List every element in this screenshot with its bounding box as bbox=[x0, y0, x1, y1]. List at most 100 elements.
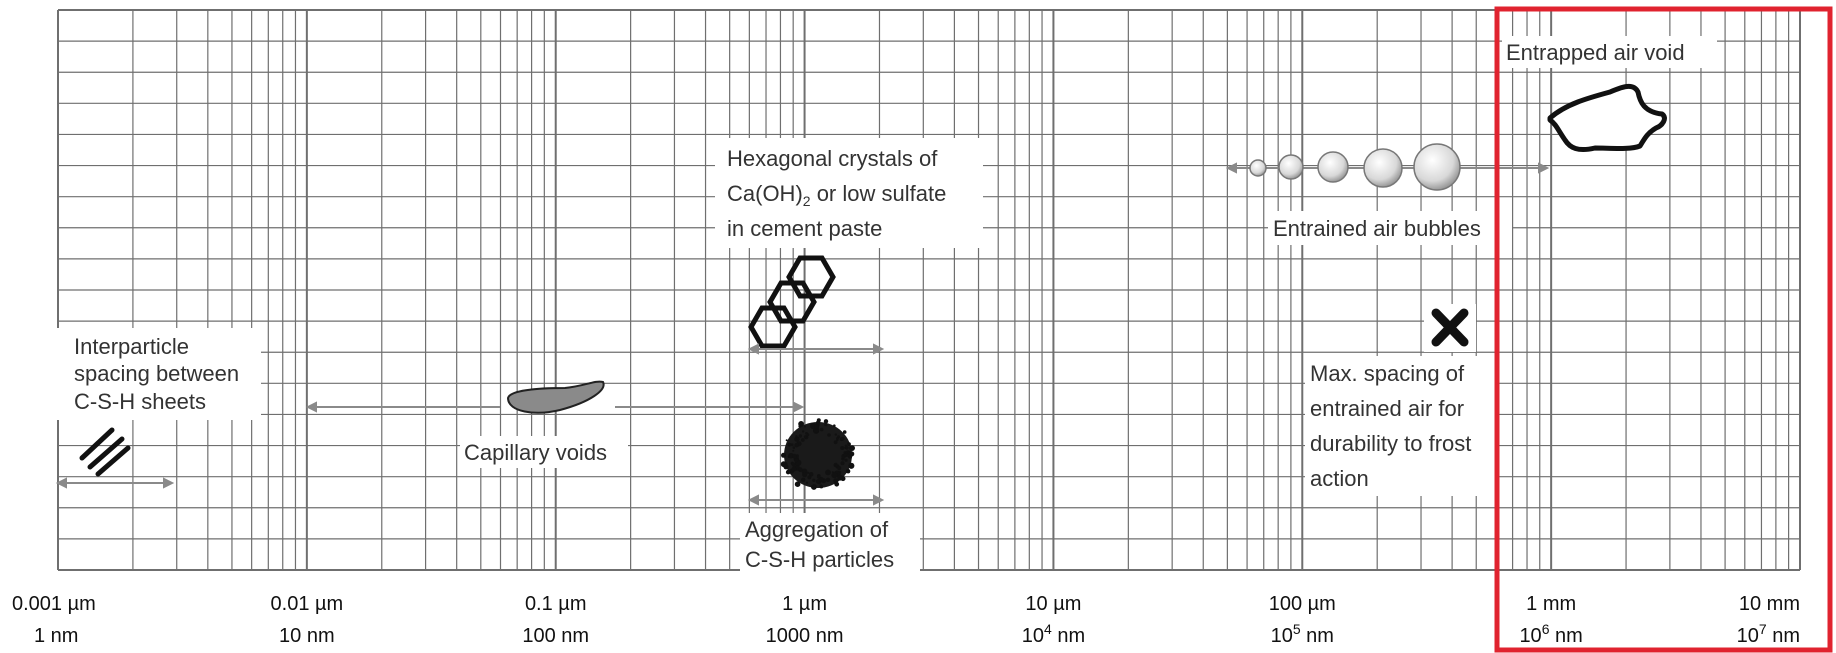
csh-sheets-icon bbox=[79, 427, 131, 477]
blob-dot bbox=[834, 481, 840, 487]
axis-tick-top: 100 µm bbox=[1269, 593, 1336, 615]
axis-tick-bottom: 106 nm bbox=[1519, 621, 1582, 647]
aggregation-label-bg bbox=[740, 513, 920, 577]
svg-text:Aggregation of C-S-H par: Aggregation of C-S-H particles bbox=[745, 517, 894, 572]
blob-dot bbox=[798, 421, 804, 427]
hexagonal-label-bg bbox=[715, 138, 983, 248]
air-bubbles-icon bbox=[1249, 143, 1461, 191]
blob-dot bbox=[833, 424, 836, 428]
svg-text:Interparticle spacing be: Interparticle spacing between C-S-H shee… bbox=[74, 334, 245, 414]
blob-dot bbox=[834, 433, 837, 436]
capillary-voids: Capillary voids bbox=[305, 380, 805, 468]
blob-dot bbox=[844, 458, 848, 462]
entrapped-label: Entrapped air void bbox=[1506, 40, 1685, 65]
blob-dot bbox=[795, 435, 798, 438]
interparticle-spacing: Interparticle spacing between C-S-H shee… bbox=[55, 328, 261, 489]
blob-dot bbox=[840, 461, 845, 466]
highlight-box bbox=[1494, 6, 1833, 653]
blob-dot bbox=[816, 418, 821, 423]
blob-dot bbox=[845, 446, 849, 450]
blob-dot bbox=[847, 470, 851, 474]
entrained-label: Entrained air bubbles bbox=[1273, 216, 1481, 241]
interparticle-label-1: Interparticle bbox=[74, 334, 189, 359]
blob-dot bbox=[794, 481, 801, 488]
interparticle-label-2: spacing between bbox=[74, 361, 239, 386]
axis-tick-bottom: 100 nm bbox=[522, 625, 589, 647]
blob-dot bbox=[848, 451, 855, 457]
entrained-label-bg bbox=[1268, 211, 1512, 245]
blob-dot bbox=[836, 437, 839, 440]
blob-dot bbox=[837, 466, 842, 471]
blob-dot bbox=[814, 424, 819, 429]
aggregation-label-2: C-S-H particles bbox=[745, 547, 894, 572]
axis-tick-top: 1 µm bbox=[782, 593, 827, 615]
max-spacing-label-1: Max. spacing of bbox=[1310, 361, 1465, 386]
csh-aggregate-blob-icon bbox=[780, 418, 855, 490]
blob-dot bbox=[801, 477, 806, 482]
blob-dot bbox=[847, 442, 851, 446]
capillary-void-icon bbox=[506, 380, 605, 414]
blob-dot bbox=[792, 446, 796, 449]
blob-dot bbox=[800, 438, 805, 442]
hexagonal-label-2-pre: Ca(OH) bbox=[727, 181, 803, 206]
capillary-label-bg bbox=[460, 436, 628, 468]
hexagon-crystals-icon bbox=[748, 255, 836, 349]
blob-dot bbox=[791, 462, 796, 467]
entrapped-void-icon bbox=[1547, 83, 1667, 153]
blob-dot bbox=[804, 425, 806, 428]
blob-dot bbox=[802, 472, 808, 478]
capillary-label: Capillary voids bbox=[464, 440, 607, 465]
blob-dot bbox=[783, 464, 789, 470]
blob-dot bbox=[811, 484, 817, 490]
blob-dot bbox=[785, 469, 791, 475]
axis-tick-top: 1 mm bbox=[1526, 593, 1576, 615]
blob-dot bbox=[846, 454, 850, 457]
hexagonal-crystals: Hexagonal crystals of Ca(OH)2 or low sul… bbox=[715, 138, 983, 355]
blob-dot bbox=[825, 477, 831, 482]
axis-tick-bottom: 107 nm bbox=[1737, 621, 1800, 647]
axis-tick-top: 10 µm bbox=[1025, 593, 1081, 615]
blob-dot bbox=[794, 458, 799, 463]
blob-dot bbox=[790, 443, 794, 447]
blob-dot bbox=[848, 462, 855, 469]
blob-dot bbox=[837, 474, 843, 481]
interparticle-label-bg bbox=[56, 328, 261, 420]
blob-dot bbox=[842, 430, 847, 434]
blob-dot bbox=[823, 419, 829, 424]
blob-dot bbox=[819, 485, 824, 489]
axis-tick-bottom: 105 nm bbox=[1271, 621, 1334, 647]
blob-dot bbox=[816, 475, 821, 479]
blob-dot bbox=[849, 445, 855, 451]
blob-dot bbox=[798, 467, 803, 473]
max-spacing: Max. spacing of entrained air for durabi… bbox=[1305, 304, 1495, 496]
blob-dot bbox=[844, 444, 848, 448]
blob-dot bbox=[796, 437, 800, 440]
blob-dot bbox=[781, 452, 786, 458]
hexagonal-label-3: in cement paste bbox=[727, 216, 882, 241]
aggregation-range-arrow bbox=[747, 494, 885, 506]
log-grid bbox=[57, 9, 1801, 571]
entrained-air-bubbles: Entrained air bubbles bbox=[1225, 143, 1550, 245]
max-spacing-label-3: durability to frost bbox=[1310, 431, 1471, 456]
max-spacing-label-2: entrained air for bbox=[1310, 396, 1464, 421]
blob-dot bbox=[802, 430, 805, 433]
blob-dot bbox=[798, 434, 802, 438]
hexagonal-label-2-sub: 2 bbox=[803, 193, 811, 209]
hexagonal-label-1: Hexagonal crystals of bbox=[727, 146, 938, 171]
blob-dot bbox=[831, 472, 838, 479]
svg-text:Max. spacing of entraine: Max. spacing of entrained air for durabi… bbox=[1310, 361, 1478, 491]
axis-tick-top: 10 mm bbox=[1739, 593, 1800, 615]
capillary-range-arrow bbox=[305, 401, 805, 413]
entrapped-label-bg bbox=[1502, 36, 1717, 68]
blob-dot bbox=[807, 475, 812, 480]
max-spacing-label-4: action bbox=[1310, 466, 1369, 491]
aggregation-label-1: Aggregation of bbox=[745, 517, 889, 542]
blob-dot bbox=[803, 435, 807, 439]
axis-tick-bottom: 104 nm bbox=[1022, 621, 1085, 647]
axis-tick-bottom: 1 nm bbox=[34, 625, 78, 647]
blob-dot bbox=[827, 433, 831, 437]
interparticle-label-3: C-S-H sheets bbox=[74, 389, 206, 414]
blob-dot bbox=[819, 427, 824, 432]
blob-dot bbox=[792, 453, 797, 459]
